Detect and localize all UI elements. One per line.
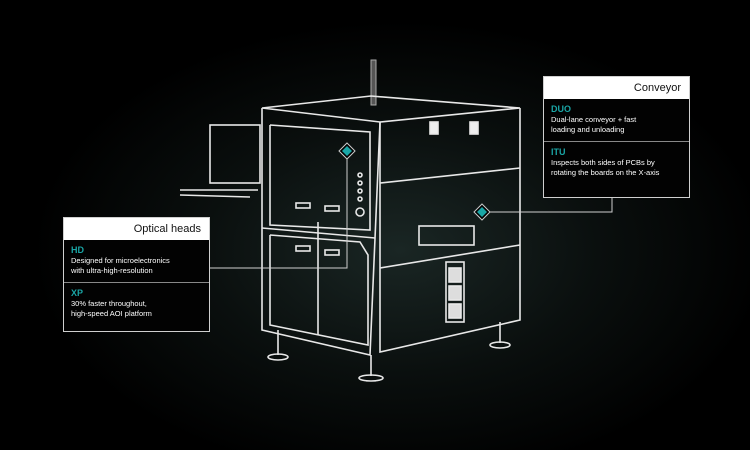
option-xp: XP 30% faster throughout, high-speed AOI…	[64, 282, 209, 325]
option-desc: with ultra-high-resolution	[71, 266, 153, 275]
callout-title: Optical heads	[64, 218, 209, 240]
option-desc: 30% faster throughout,	[71, 299, 147, 308]
option-desc: rotating the boards on the X-axis	[551, 168, 660, 177]
option-desc: Designed for microelectronics	[71, 256, 170, 265]
option-name: HD	[71, 245, 84, 255]
option-name: ITU	[551, 147, 566, 157]
conveyor-hotspot-icon[interactable]	[473, 203, 491, 221]
option-desc: loading and unloading	[551, 125, 625, 134]
optical-heads-callout: Optical heads HD Designed for microelect…	[63, 217, 210, 332]
option-name: DUO	[551, 104, 571, 114]
option-itu: ITU Inspects both sides of PCBs by rotat…	[544, 141, 689, 184]
option-desc: high-speed AOI platform	[71, 309, 152, 318]
callout-title: Conveyor	[544, 77, 689, 99]
conveyor-callout: Conveyor DUO Dual-lane conveyor + fast l…	[543, 76, 690, 198]
option-name: XP	[71, 288, 84, 298]
option-duo: DUO Dual-lane conveyor + fast loading an…	[544, 99, 689, 141]
option-hd: HD Designed for microelectronics with ul…	[64, 240, 209, 282]
option-desc: Inspects both sides of PCBs by	[551, 158, 655, 167]
optical-heads-hotspot-icon[interactable]	[338, 142, 356, 160]
option-desc: Dual-lane conveyor + fast	[551, 115, 637, 124]
